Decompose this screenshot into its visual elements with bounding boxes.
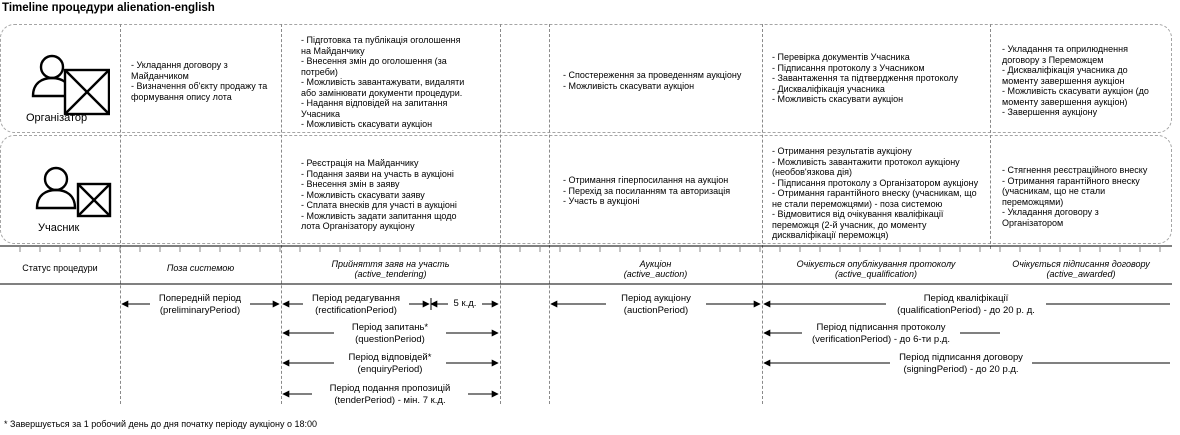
status-qualification: Очікується опублікування протоколу (acti… bbox=[796, 259, 956, 279]
organizer-actor-label: Організатор bbox=[26, 112, 88, 124]
divider-5 bbox=[762, 24, 763, 404]
participant-actor-icon bbox=[34, 162, 114, 222]
participant-lane bbox=[0, 135, 1172, 244]
period-question: Період запитань* (questionPeriod) bbox=[334, 322, 446, 346]
divider-6 bbox=[990, 24, 991, 249]
status-tendering: Прийняття заяв на участь (active_tenderi… bbox=[331, 259, 450, 279]
period-five-days: 5 к.д. bbox=[448, 298, 482, 310]
participant-actor-label: Учасник bbox=[38, 222, 80, 234]
status-header: Статус процедури bbox=[22, 263, 98, 273]
organizer-actor-icon bbox=[30, 50, 111, 116]
divider-1 bbox=[120, 24, 121, 404]
status-awarded: Очікується підписання договору (active_a… bbox=[1012, 259, 1150, 279]
period-rectification: Період редагування (rectificationPeriod) bbox=[303, 293, 409, 317]
organizer-cell-awarded: - Укладання та оприлюднення договору з П… bbox=[1002, 44, 1149, 117]
organizer-cell-auction: - Спостереження за проведенням аукціону … bbox=[563, 70, 742, 91]
organizer-cell-tendering: - Підготовка та публікація оголошення на… bbox=[301, 35, 465, 129]
period-signing: Період підписання договору (signingPerio… bbox=[890, 352, 1032, 376]
footnote: * Завершується за 1 робочий день до дня … bbox=[4, 419, 318, 429]
status-auction: Аукціон (active_auction) bbox=[623, 259, 688, 279]
participant-cell-qualification: - Отримання результатів аукціону - Можли… bbox=[772, 146, 979, 240]
participant-cell-auction: - Отримання гіперпосилання на аукціон - … bbox=[563, 175, 731, 206]
period-enquiry: Період відповідей* (enquiryPeriod) bbox=[334, 352, 446, 376]
participant-cell-tendering: - Реєстрація на Майданчику - Подання зая… bbox=[301, 158, 457, 231]
period-preliminary: Попередній період (preliminaryPeriod) bbox=[150, 293, 250, 317]
divider-4 bbox=[549, 24, 550, 404]
participant-cell-awarded: - Стягнення реєстраційного внеску - Отри… bbox=[1002, 165, 1148, 228]
status-out-of-system: Поза системою bbox=[166, 263, 235, 273]
period-qualification: Період кваліфікації (qualificationPeriod… bbox=[886, 293, 1046, 317]
period-tender: Період подання пропозицій (tenderPeriod)… bbox=[312, 383, 468, 407]
period-verification: Період підписання протоколу (verificatio… bbox=[802, 322, 960, 346]
organizer-lane bbox=[0, 24, 1172, 133]
divider-2 bbox=[281, 24, 282, 404]
diagram-title: Timeline процедури alienation-english bbox=[2, 2, 215, 14]
period-auction: Період аукціону (auctionPeriod) bbox=[606, 293, 706, 317]
divider-3 bbox=[500, 24, 501, 404]
organizer-cell-preliminary: - Укладання договору з Майданчиком - Виз… bbox=[131, 60, 268, 102]
organizer-cell-qualification: - Перевірка документів Учасника - Підпис… bbox=[772, 52, 959, 104]
